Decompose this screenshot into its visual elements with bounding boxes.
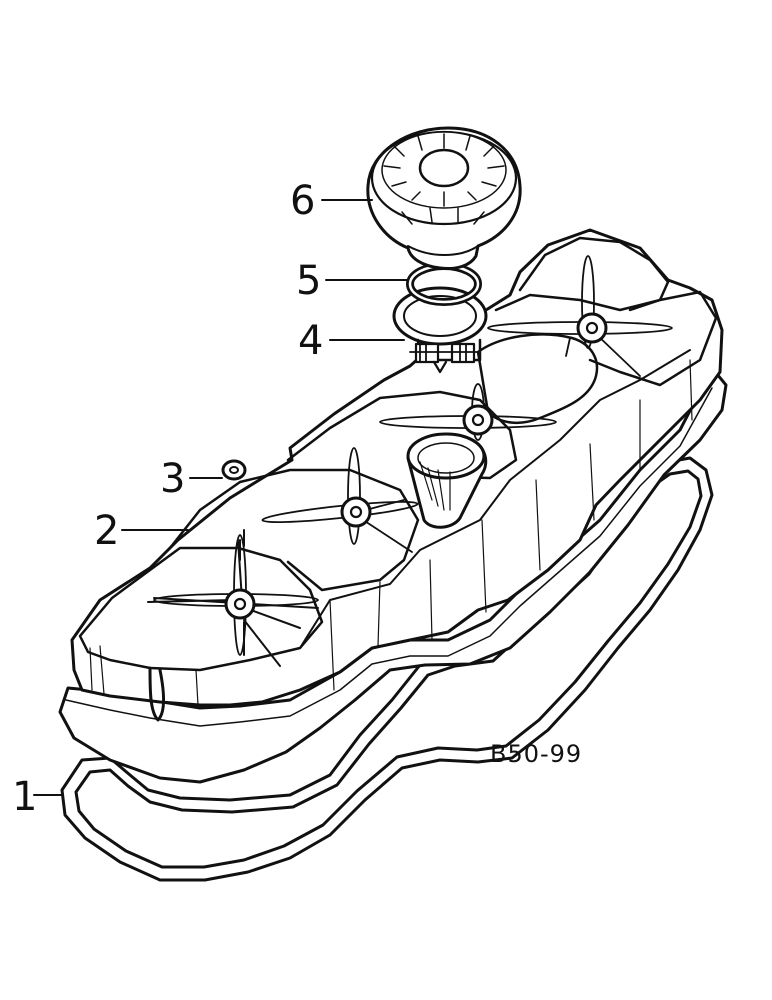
oil-filler-neck: [406, 432, 488, 529]
callout-6: 6: [290, 178, 315, 224]
hold-down-nut-front: [147, 529, 319, 667]
hold-down-nut-third: [379, 383, 557, 441]
figure-reference-code: B50-99: [490, 740, 582, 768]
callout-5: 5: [296, 258, 321, 304]
hold-down-nut-second: [261, 447, 419, 553]
leader-lines: [33, 199, 409, 796]
washer: [221, 459, 247, 481]
callout-4: 4: [298, 318, 323, 364]
hold-down-nut-rear: [487, 255, 673, 377]
gasket: [60, 456, 714, 882]
callout-3: 3: [160, 456, 185, 502]
callout-1: 1: [12, 774, 37, 820]
breather-cap: [366, 126, 522, 270]
callout-2: 2: [94, 508, 119, 554]
valve-cover: [58, 228, 728, 784]
